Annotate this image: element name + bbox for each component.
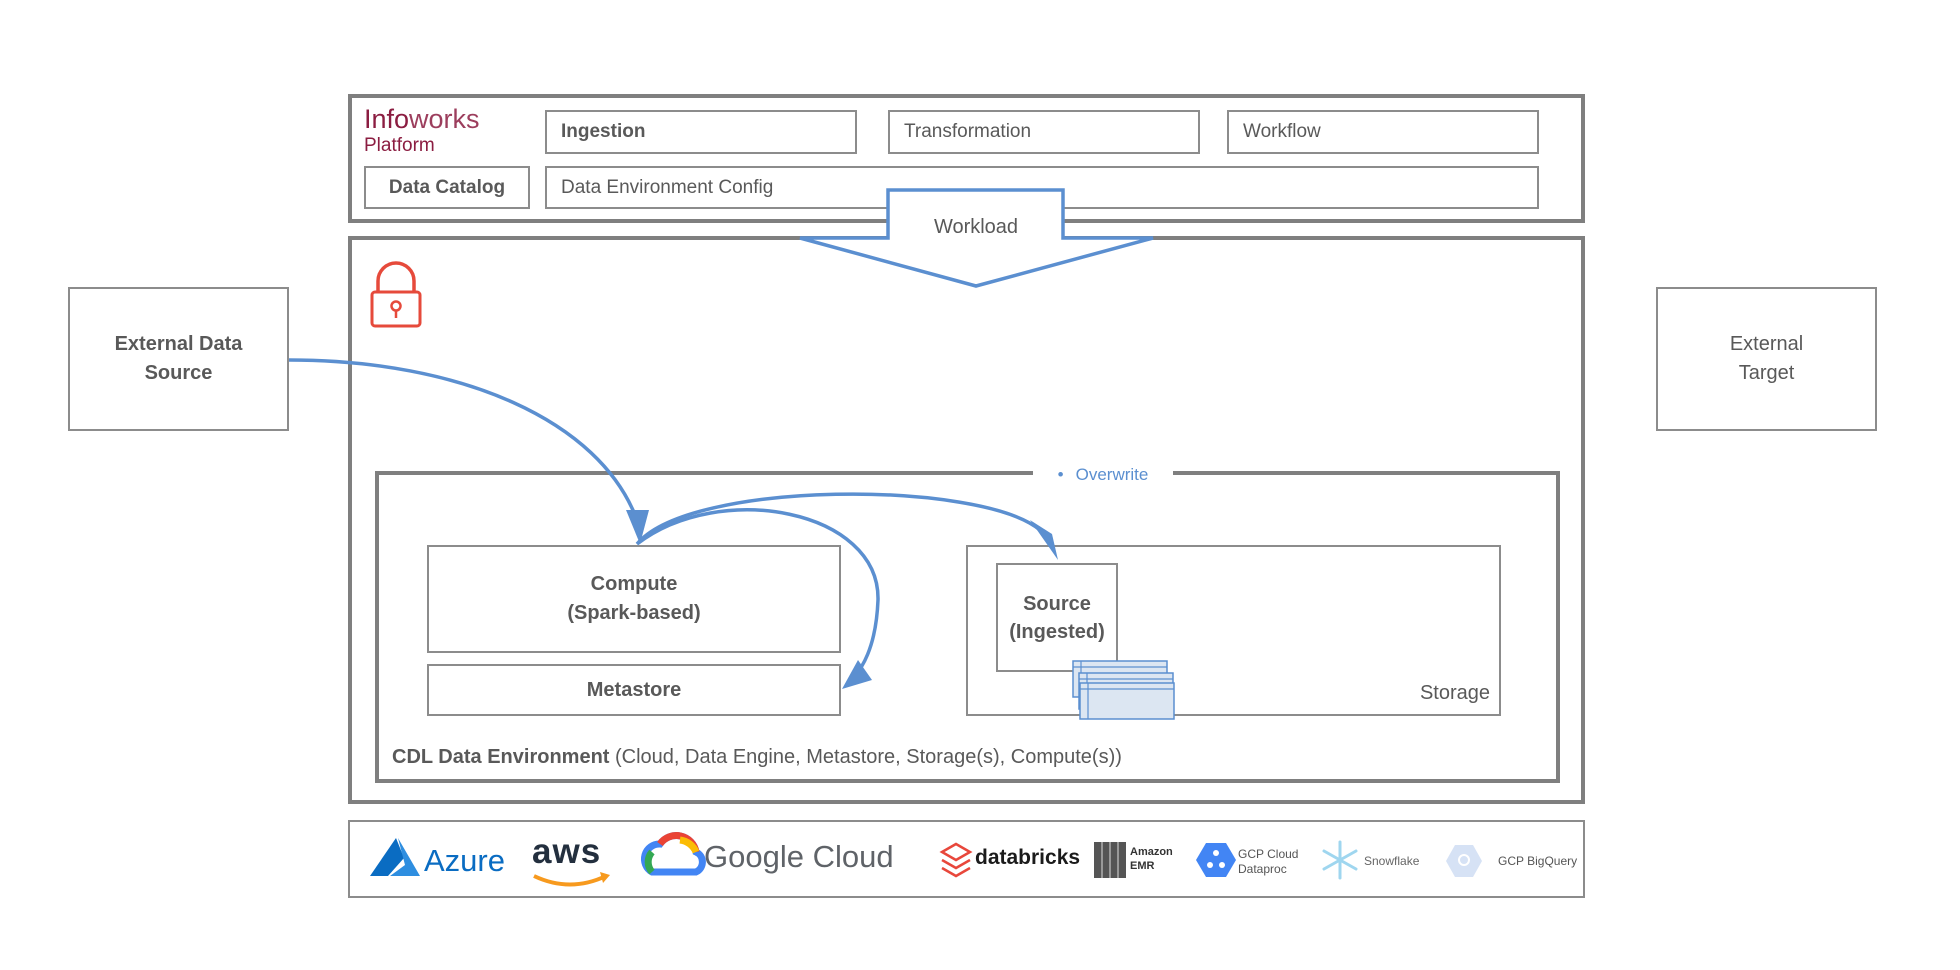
data-catalog[interactable]: Data Catalog: [364, 166, 530, 209]
source-ingested-box: Source (Ingested): [996, 563, 1118, 672]
compute-box: Compute (Spark-based): [427, 545, 841, 653]
external-data-source: External Data Source: [68, 287, 289, 431]
brand-suffix: works: [409, 104, 480, 134]
infoworks-logo: Infoworks Platform: [364, 104, 524, 164]
google-cloud-label: Google Cloud: [704, 839, 894, 874]
external-target: External Target: [1656, 287, 1877, 431]
module-ingestion[interactable]: Ingestion: [545, 110, 857, 154]
overwrite-label: •Overwrite: [1033, 461, 1173, 489]
cdl-caption-bold: CDL Data Environment: [392, 746, 610, 768]
amazon-emr-label: Amazon EMR: [1130, 846, 1173, 872]
snowflake-label: Snowflake: [1364, 854, 1420, 868]
gcp-dataproc-label: GCP Cloud Dataproc: [1238, 847, 1299, 876]
metastore-box: Metastore: [427, 664, 841, 716]
aws-label: aws: [532, 832, 602, 871]
gcp-bigquery-label: GCP BigQuery: [1498, 854, 1578, 868]
storage-box: [966, 545, 1501, 716]
cdl-data-environment-box: [375, 471, 1560, 783]
cdl-caption: CDL Data Environment (Cloud, Data Engine…: [392, 746, 1292, 769]
azure-label: Azure: [424, 843, 505, 878]
brand-sub: Platform: [364, 135, 435, 156]
cdl-caption-rest: (Cloud, Data Engine, Metastore, Storage(…: [609, 746, 1122, 768]
data-environment-config[interactable]: Data Environment Config: [545, 166, 1539, 209]
brand-prefix: Info: [364, 104, 410, 134]
databricks-label: databricks: [975, 846, 1081, 869]
module-workflow[interactable]: Workflow: [1227, 110, 1539, 154]
workload-label: Workload: [933, 215, 1019, 238]
module-transformation[interactable]: Transformation: [888, 110, 1200, 154]
storage-label: Storage: [1419, 682, 1490, 704]
